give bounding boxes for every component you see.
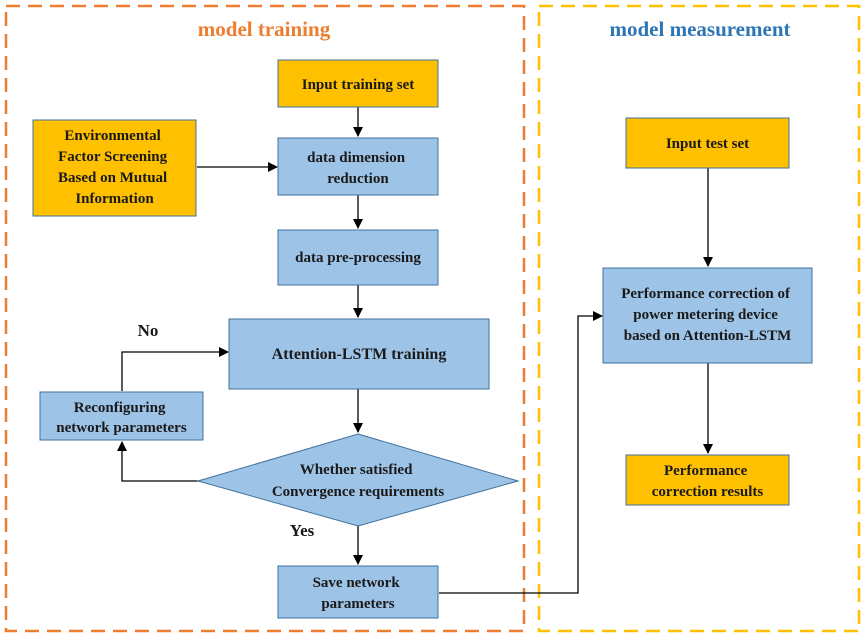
node-label: Whether satisfied Convergence requiremen… <box>272 462 444 500</box>
node-label: Performance correction of power metering… <box>621 286 794 344</box>
node-performance-correction-results: Performance correction results <box>625 454 790 506</box>
edge-label-no: No <box>138 321 159 340</box>
node-input-test-set: Input test set <box>625 117 790 169</box>
node-convergence-decision: Whether satisfied Convergence requiremen… <box>196 433 520 527</box>
node-label: Reconfiguring network parameters <box>56 400 187 436</box>
node-label: Save network parameters <box>313 575 404 612</box>
training-section-title: model training <box>198 17 331 41</box>
node-reconfiguring-network-parameters: Reconfiguring network parameters <box>39 391 204 441</box>
edge-label-yes: Yes <box>290 521 315 540</box>
flow-edges <box>117 107 713 594</box>
node-attention-lstm-training: Attention-LSTM training <box>228 318 490 390</box>
node-environmental-factor-screening: Environmental Factor Screening Based on … <box>32 119 197 217</box>
edge-convergence-to-reconfig <box>117 441 200 482</box>
node-label: Performance correction results <box>652 463 764 500</box>
node-data-dimension-reduction: data dimension reduction <box>277 137 439 196</box>
node-label: data dimension reduction <box>307 150 409 187</box>
node-input-training-set: Input training set <box>277 59 439 108</box>
edge-save-to-correction <box>439 311 603 594</box>
node-label: Environmental Factor Screening Based on … <box>58 128 171 207</box>
measurement-section-title: model measurement <box>610 17 791 41</box>
node-save-network-parameters: Save network parameters <box>277 565 439 619</box>
node-label: Input training set <box>302 77 415 93</box>
node-label: Attention-LSTM training <box>272 346 447 363</box>
node-performance-correction: Performance correction of power metering… <box>602 267 813 364</box>
node-label: data pre-processing <box>295 250 421 266</box>
edge-reconfig-to-training <box>121 347 229 391</box>
measurement-section-border <box>537 4 861 633</box>
node-data-preprocessing: data pre-processing <box>277 229 439 286</box>
node-label: Input test set <box>666 136 749 152</box>
